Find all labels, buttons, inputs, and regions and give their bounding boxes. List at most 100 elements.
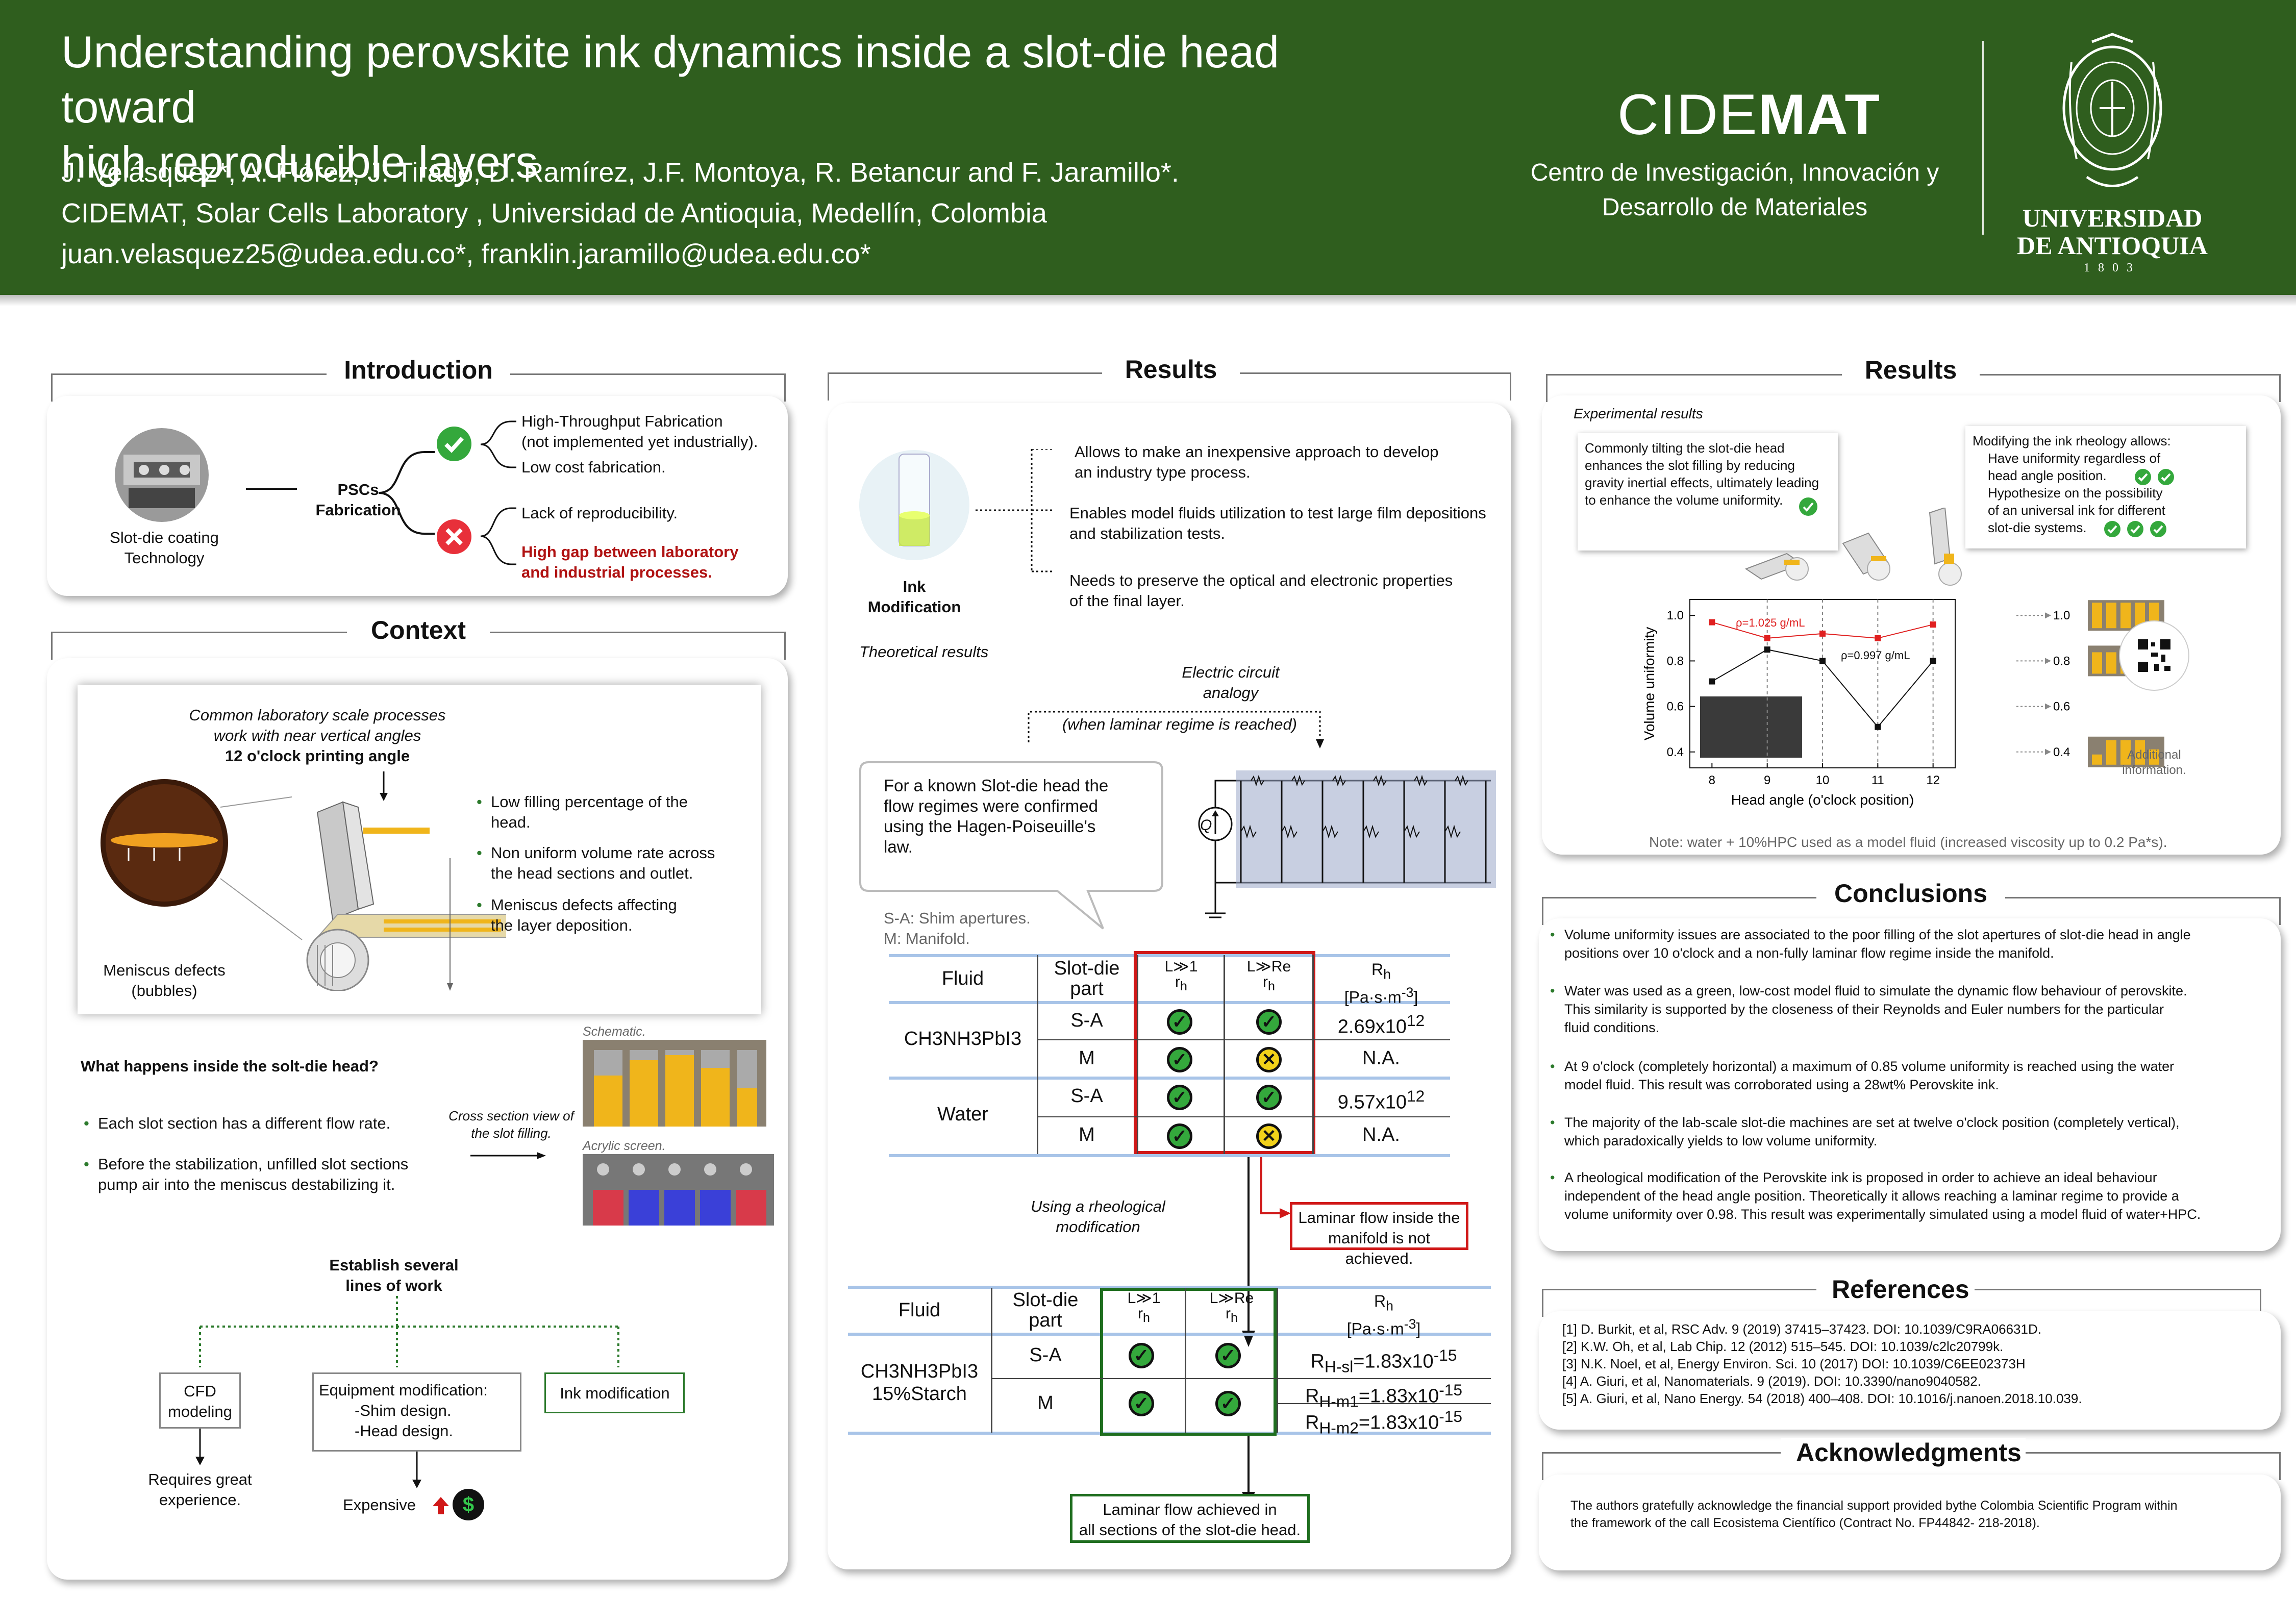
- t1-r3-value: 9.57x1012: [1312, 1086, 1450, 1113]
- y-tick-label: 1.0: [1667, 609, 1684, 622]
- pro-1-line-2: (not implemented yet industrially).: [521, 433, 758, 451]
- context-bullet-1-line-1: Low filling percentage of the: [491, 793, 688, 811]
- series-point-1: [1764, 646, 1770, 653]
- question-bullet-1: Each slot section has a different flow r…: [84, 1113, 465, 1134]
- ink-point-2-line-1: Enables model fluids utilization to test…: [1069, 504, 1486, 522]
- t1-l: L: [1164, 958, 1174, 975]
- pro-1-line-1: High-Throughput Fabrication: [521, 412, 723, 430]
- side-uniformity-slot: [2106, 652, 2116, 674]
- requires-2: experience.: [159, 1491, 241, 1509]
- t1-unit-exp: -3: [1401, 985, 1414, 1001]
- conclusion-5-c: volume uniformity over 0.98. This result…: [1564, 1207, 2201, 1222]
- schematic-caption: Schematic.: [583, 1025, 646, 1039]
- note-left-box: Commonly tilting the slot-die head enhan…: [1578, 433, 1838, 551]
- note-right-3: head angle position.: [1988, 468, 2107, 483]
- lines-of-work-1: Establish several: [329, 1256, 459, 1274]
- ec-line-1: Electric circuit: [1182, 663, 1280, 681]
- series-point-0: [1875, 635, 1881, 641]
- t2-r2-R: R: [1305, 1385, 1319, 1407]
- question-bullet-2-line-2: pump air into the meniscus destabilizing…: [98, 1176, 395, 1193]
- sa-definition: S-A: Shim apertures.: [884, 909, 1031, 927]
- qr-caption-1: Additional: [2127, 748, 2181, 762]
- title-line-1: Understanding perovskite ink dynamics in…: [61, 27, 1280, 132]
- t1-r4-part: M: [1079, 1124, 1095, 1145]
- con-2-line-1: High gap between laboratory: [521, 543, 739, 561]
- table2-row-rule-2: [1277, 1403, 1491, 1404]
- slot-die-caption-2: Technology: [124, 549, 205, 567]
- rheological-2: modification: [1056, 1218, 1140, 1236]
- check-icon: [2157, 468, 2175, 489]
- t1-r1-value-exp: 12: [1407, 1011, 1425, 1030]
- intro-brace: [378, 451, 435, 535]
- results-mid-rule-tick-left: [828, 372, 829, 401]
- context-bullet-1: Low filling percentage of the head.: [477, 792, 746, 833]
- model-fluid-note: Note: water + 10%HPC used as a model flu…: [1649, 834, 2167, 850]
- bubble-line-4: law.: [884, 837, 913, 856]
- t2-col-part: Slot-die part: [991, 1290, 1100, 1331]
- x-tick-label: 9: [1764, 773, 1770, 787]
- t2-r: r: [1138, 1305, 1143, 1322]
- t1-l2: L: [1246, 958, 1256, 975]
- header-divider: [1982, 41, 1984, 235]
- slot-die-caption-1: Slot-die coating: [110, 529, 219, 546]
- t1-r2: r: [1263, 973, 1268, 990]
- table1-row-rule-1: [1037, 1039, 1450, 1040]
- t1-r3-fluid: Water: [937, 1104, 988, 1125]
- ink-point-3-line-2: of the final layer.: [1069, 592, 1185, 610]
- ec-line-2: analogy: [1203, 684, 1259, 702]
- note-left-2: enhances the slot filling by reducing: [1585, 458, 1795, 473]
- t1-r3-value-base: 9.57x10: [1337, 1091, 1407, 1113]
- electric-circuit-caption: Electric circuit analogy: [1124, 662, 1338, 703]
- emails: juan.velasquez25@udea.edu.co*, franklin.…: [61, 239, 871, 269]
- t2-col-ratio2: L≫Re rh: [1187, 1291, 1277, 1326]
- vertical-slot-die-illustration: [101, 771, 506, 991]
- check-icon: [2149, 520, 2167, 541]
- ec-bracket: [1028, 711, 1324, 748]
- context-rule-tick-right: [784, 632, 786, 660]
- t2-r3-val: =1.83x10: [1358, 1412, 1439, 1434]
- ink-modification-box: Ink modification: [544, 1372, 685, 1413]
- con-2: High gap between laboratory and industri…: [521, 542, 787, 583]
- t2-part-1: Slot-die: [1012, 1289, 1079, 1311]
- rheological-caption: Using a rheological modification: [996, 1196, 1200, 1237]
- context-panel: Common laboratory scale processes work w…: [47, 658, 788, 1580]
- ink-line-1: Ink: [903, 578, 926, 595]
- t1-r3-value-exp: 12: [1407, 1087, 1425, 1105]
- context-caption-1: Common laboratory scale processes: [189, 706, 446, 724]
- t1-h: h: [1180, 979, 1187, 993]
- ink-point-1-line-1: Allows to make an inexpensive approach t…: [1075, 443, 1439, 461]
- t2-unit-exp: -3: [1404, 1316, 1416, 1332]
- cfd-label: CFD modeling: [161, 1381, 239, 1422]
- acrylic-caption: Acrylic screen.: [583, 1139, 666, 1153]
- authors: J. Velásquez*, A. Flórez, J. Tirado, D. …: [61, 157, 1179, 188]
- t2-col-rh: Rh [Pa·s·m-3]: [1277, 1292, 1491, 1338]
- side-uniformity-slot: [2092, 603, 2102, 629]
- ink-point-1: Allows to make an inexpensive approach t…: [1075, 442, 1493, 483]
- intro-rule-tick-left: [51, 373, 53, 402]
- acrylic-screen-photo: [583, 1154, 774, 1226]
- arrow-up-icon: [433, 1497, 449, 1514]
- meniscus-caption: Meniscus defects (bubbles): [78, 960, 251, 1001]
- table2-row-rule: [991, 1378, 1491, 1379]
- t2-r1-part: S-A: [1029, 1344, 1062, 1366]
- t2-l2: L: [1209, 1290, 1218, 1307]
- series-point-1: [1819, 658, 1826, 664]
- requires-experience: Requires great experience.: [123, 1469, 277, 1510]
- side-tick-label: 0.8: [2053, 654, 2070, 668]
- x-axis-label: Head angle (o'clock position): [1731, 792, 1914, 808]
- reference-3: [3] N.K. Noel, et al, Energy Environ. Sc…: [1562, 1356, 2026, 1371]
- poster-title: Understanding perovskite ink dynamics in…: [61, 24, 1388, 190]
- table2-header-rule: [848, 1333, 1491, 1336]
- conclusion-2-a: Water was used as a green, low-cost mode…: [1564, 983, 2187, 998]
- reference-5: [5] A. Giuri, et al, Nano Energy. 54 (20…: [1562, 1391, 2082, 1406]
- ec-condition: (when laminar regime is reached): [1057, 714, 1302, 735]
- t2-Rh-sub: h: [1386, 1298, 1393, 1314]
- y-tick-label: 0.6: [1667, 700, 1684, 714]
- side-uniformity-slot: [2106, 603, 2116, 629]
- t2-col-fluid: Fluid: [898, 1300, 941, 1321]
- conclusions-panel: Volume uniformity issues are associated …: [1539, 918, 2281, 1251]
- y-tick-label: 0.4: [1667, 745, 1684, 759]
- q-label: Q: [1200, 817, 1212, 834]
- t1-col-fluid: Fluid: [941, 968, 984, 989]
- ink-point-2-line-2: and stabilization tests.: [1069, 524, 1226, 542]
